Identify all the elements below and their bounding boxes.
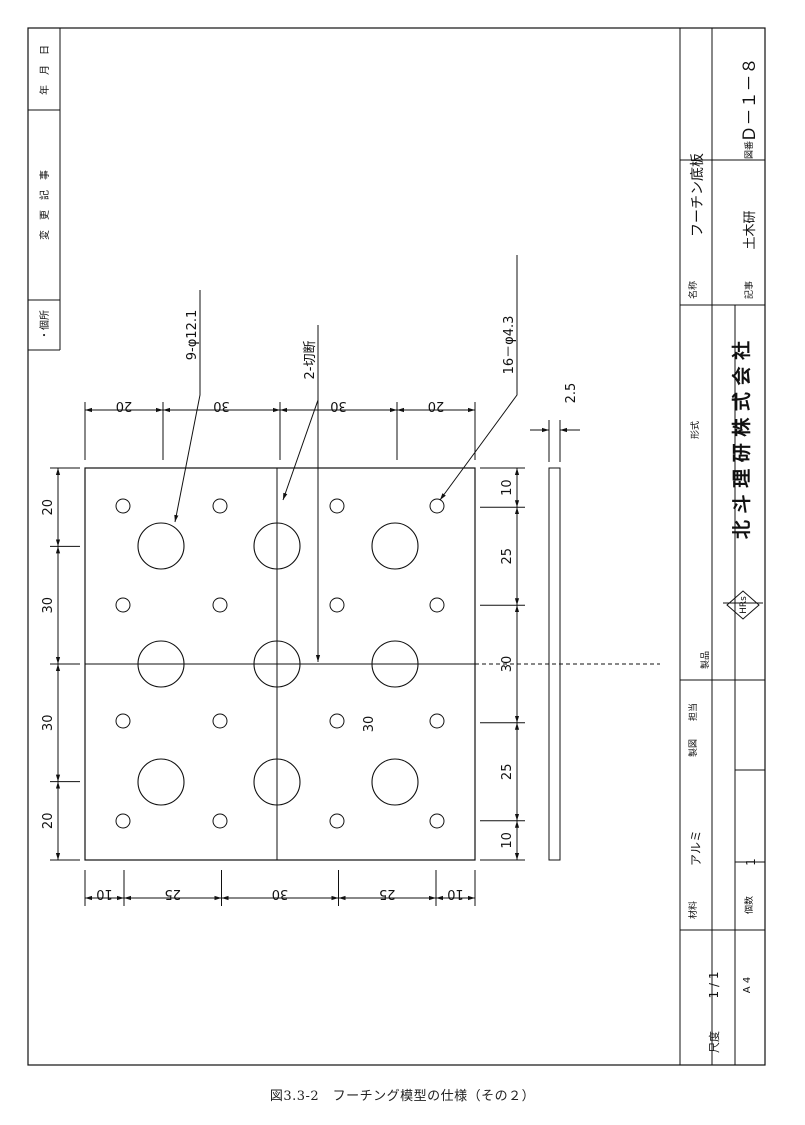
revision-sign-label: ・個所 xyxy=(38,310,51,340)
large-hole xyxy=(137,758,185,806)
type-label: 形式 xyxy=(689,421,701,439)
dimension-left: 20 30 30 20 xyxy=(41,467,80,861)
small-hole xyxy=(429,713,445,729)
company-name: 北 斗 理 研 株 式 会 社 xyxy=(730,341,753,539)
quantity-value: 1 xyxy=(744,858,758,866)
dimension-value: 10 xyxy=(500,479,515,496)
dimension-value: 30 xyxy=(41,715,56,732)
cut-label: 2-切断 xyxy=(303,341,318,380)
small-hole xyxy=(212,813,228,829)
large-hole xyxy=(371,758,419,806)
dimension-value: 20 xyxy=(428,398,445,413)
revision-date-label: 年 月 日 xyxy=(38,45,51,95)
small-hole xyxy=(329,713,345,729)
large-hole xyxy=(371,640,419,688)
product-label: 製品 xyxy=(699,651,711,669)
dimension-value: 30 xyxy=(41,597,56,614)
drawing-no-label: 図番 xyxy=(743,141,755,159)
material-value: アルミ xyxy=(689,830,703,866)
dimension-value: 20 xyxy=(116,398,133,413)
paper-size: A 4 xyxy=(742,977,753,993)
small-holes xyxy=(115,498,445,829)
small-hole xyxy=(115,813,131,829)
scale-value: 1 / 1 xyxy=(707,972,721,999)
small-hole xyxy=(429,813,445,829)
leaders xyxy=(174,255,518,662)
small-hole xyxy=(329,813,345,829)
small-hole xyxy=(115,713,131,729)
large-hole xyxy=(371,522,419,570)
large-hole xyxy=(253,640,301,688)
dimension-value: 20 xyxy=(41,499,56,516)
quantity-label: 個数 xyxy=(743,896,755,914)
small-hole xyxy=(212,597,228,613)
revision-block: 年 月 日 変 更 記 事 ・個所 xyxy=(28,28,61,351)
dimension-value: 10 xyxy=(96,886,113,901)
name-label: 名称 xyxy=(687,281,699,299)
dimension-value: 25 xyxy=(500,548,515,565)
record-label: 記事 xyxy=(743,281,755,299)
small-hole xyxy=(115,498,131,514)
dimension-right: 10 25 30 25 10 xyxy=(480,467,525,861)
company-logo: HRs xyxy=(723,590,763,620)
small-hole xyxy=(212,498,228,514)
dimension-value: 25 xyxy=(500,764,515,781)
dimension-value: 30 xyxy=(213,398,230,413)
dimension-value: 10 xyxy=(500,832,515,849)
dimension-bottom: 10 25 30 25 10 xyxy=(84,870,476,906)
record-value: 土木研 xyxy=(743,210,758,249)
large-hole xyxy=(253,522,301,570)
title-block xyxy=(679,28,765,1065)
title-block-text: 名称 フーチン底板 記事 土木研 図番 Ｄ－１－８ 形式 北 斗 理 研 株 式… xyxy=(687,58,760,1054)
small-holes-label: 16－φ4.3 xyxy=(502,316,517,375)
dimension-value: 20 xyxy=(41,813,56,830)
scale-label: 尺度 xyxy=(707,1031,721,1053)
inner-dimension-label: 30 xyxy=(362,716,377,733)
drawing-number: Ｄ－１－８ xyxy=(740,58,760,143)
figure-caption: 図3.3-2 フーチング模型の仕様（その２） xyxy=(269,1089,536,1104)
large-holes xyxy=(137,522,419,806)
charge-label: 担当 xyxy=(687,703,699,721)
part-name: フーチン底板 xyxy=(690,153,706,237)
plate-side xyxy=(548,467,561,861)
small-hole xyxy=(115,597,131,613)
small-hole xyxy=(429,597,445,613)
plate xyxy=(84,467,660,861)
small-hole xyxy=(329,597,345,613)
dimension-top: 20 30 30 20 xyxy=(84,398,476,460)
material-label: 材料 xyxy=(687,901,699,919)
dimension-value: 30 xyxy=(330,398,347,413)
dimension-value: 25 xyxy=(379,886,396,901)
thickness-label: 2.5 xyxy=(564,383,579,404)
large-hole xyxy=(137,640,185,688)
dimension-value: 30 xyxy=(500,656,515,673)
small-hole xyxy=(329,498,345,514)
drawing-frame xyxy=(27,27,766,1066)
drafting-label: 製図 xyxy=(687,739,699,757)
side-view: 2.5 xyxy=(530,383,580,861)
revision-record-label: 変 更 記 事 xyxy=(38,170,51,240)
dimension-value: 25 xyxy=(164,886,181,901)
small-hole xyxy=(429,498,445,514)
logo-text: HRs xyxy=(739,596,749,614)
large-hole xyxy=(137,522,185,570)
small-hole xyxy=(212,713,228,729)
dimension-value: 30 xyxy=(272,886,289,901)
large-holes-label: 9-φ12.1 xyxy=(185,310,200,360)
large-hole xyxy=(253,758,301,806)
dimension-value: 10 xyxy=(447,886,464,901)
